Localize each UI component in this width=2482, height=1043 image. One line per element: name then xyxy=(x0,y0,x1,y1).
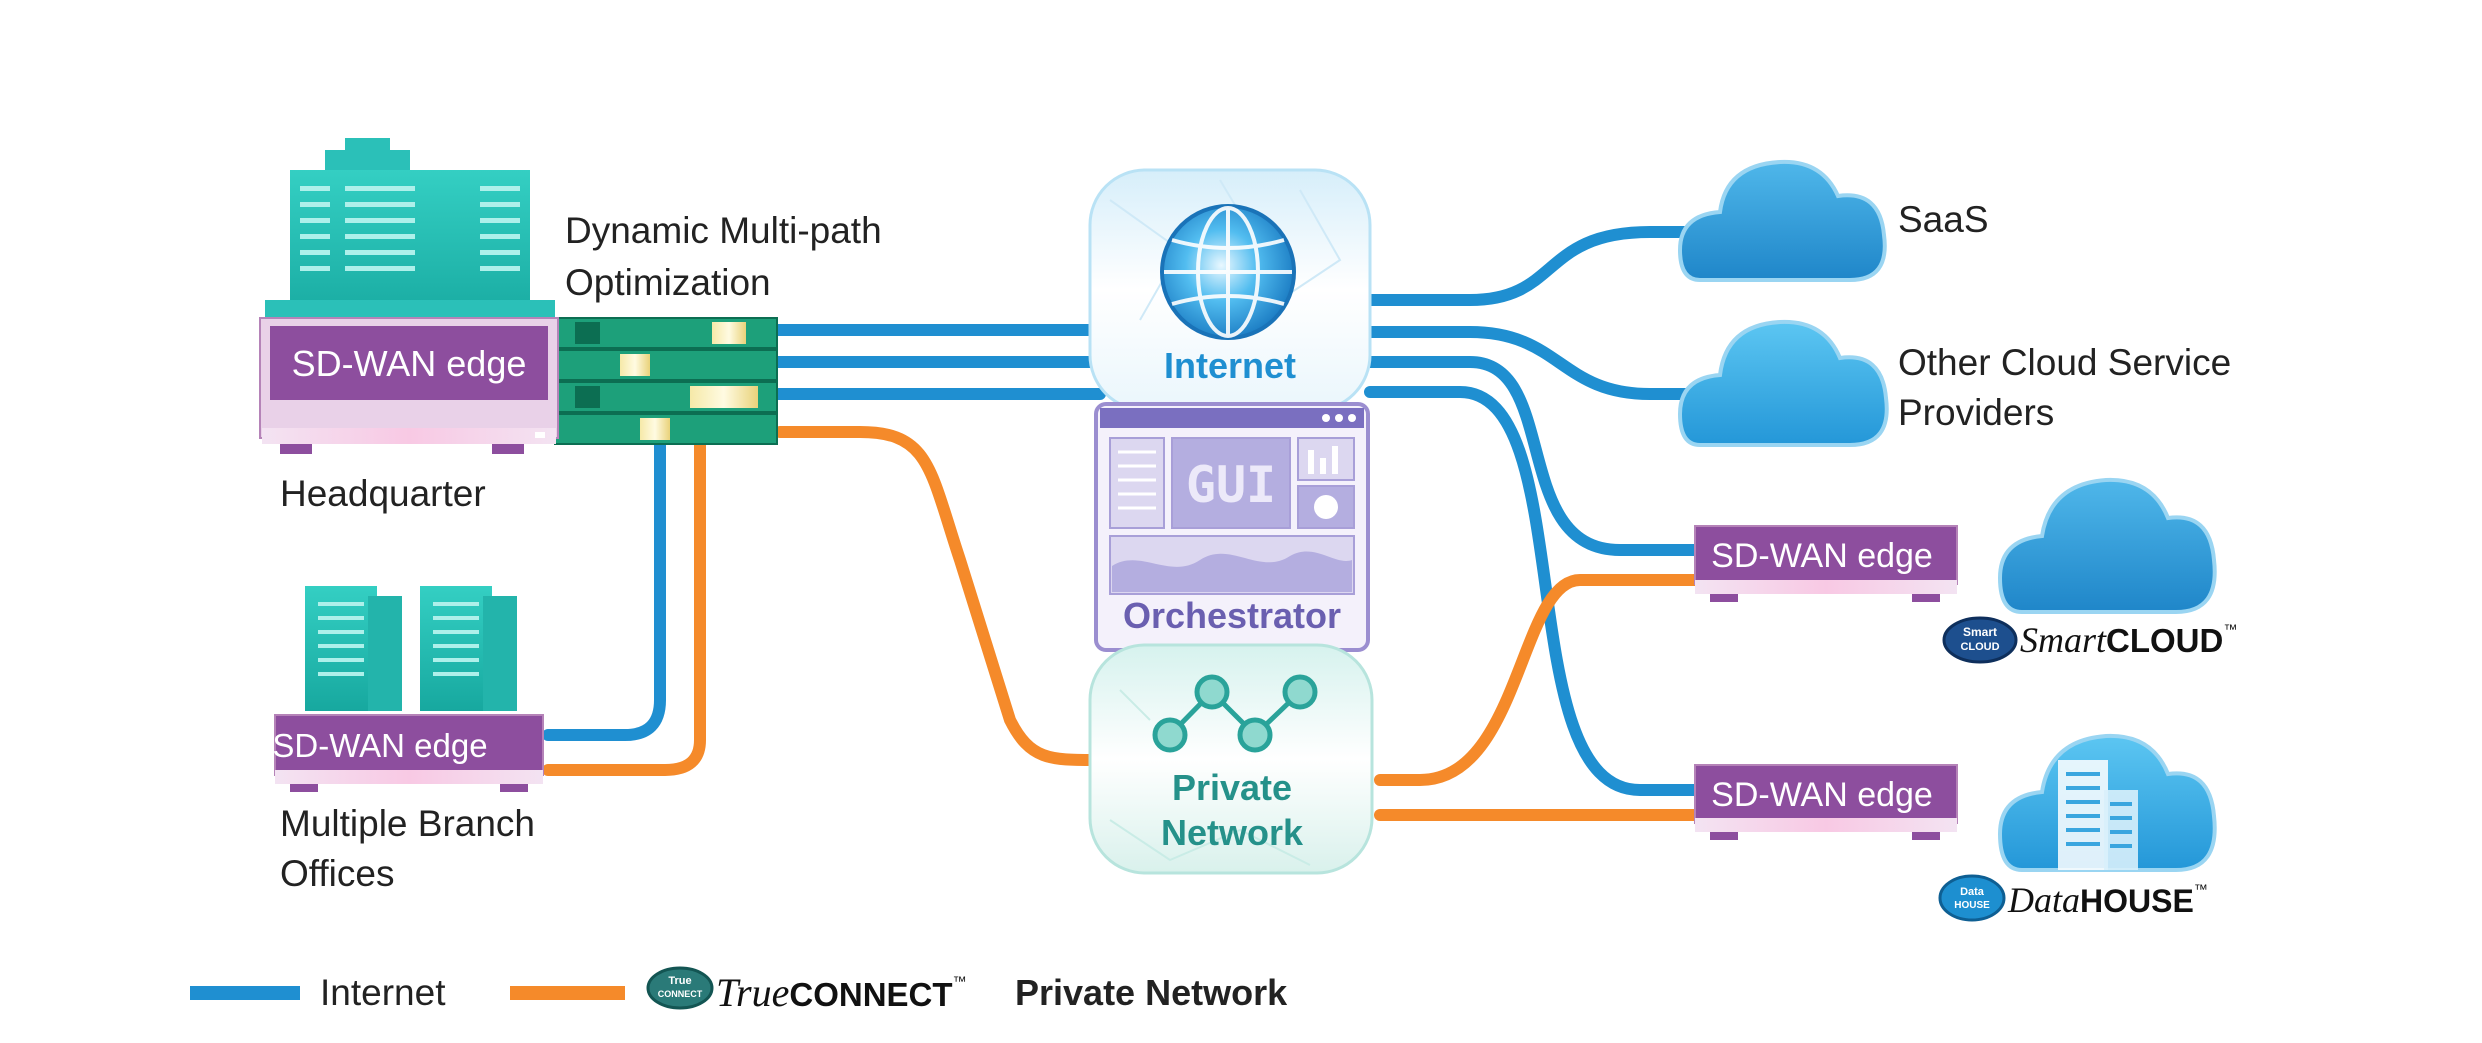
smartcloud-logo-bold: CLOUD xyxy=(2106,622,2223,659)
private-hub-title-2: Network xyxy=(1161,812,1304,853)
saas-cloud-icon xyxy=(1677,159,1887,282)
smartcloud-badge-top: Smart xyxy=(1963,625,1997,639)
datahouse-logo-bold: HOUSE xyxy=(2080,883,2194,919)
trueconnect-trademark: ™ xyxy=(953,973,967,989)
legend: Internet True CONNECT TrueCONNECT™ Priva… xyxy=(190,966,1288,1015)
othercloud-cloud-icon xyxy=(1677,319,1889,447)
multipath-label-1: Dynamic Multi-path xyxy=(565,210,882,251)
datahouse-logo: Data HOUSE DataHOUSE™ xyxy=(1938,874,2208,922)
smartcloud-sdwan-edge: SD-WAN edge xyxy=(1694,525,1958,602)
smartcloud-logo-italic: Smart xyxy=(2020,620,2107,660)
branch-label-1: Multiple Branch xyxy=(280,803,535,844)
legend-internet-label: Internet xyxy=(320,972,446,1013)
internet-line-datahouse xyxy=(1364,386,1706,796)
multipath-label-2: Optimization xyxy=(565,262,771,303)
datahouse-cloud-icon xyxy=(1997,733,2217,872)
multipath-switch xyxy=(554,317,778,445)
datahouse-edge-label: SD-WAN edge xyxy=(1711,776,1933,814)
orchestrator-hub-title: Orchestrator xyxy=(1123,595,1341,636)
smartcloud-trademark: ™ xyxy=(2223,621,2237,637)
trueconnect-badge-bottom: CONNECT xyxy=(658,989,703,999)
orchestrator-screen-text: GUI xyxy=(1186,456,1276,514)
smartcloud-logo: Smart CLOUD SmartCLOUD™ xyxy=(1942,616,2237,664)
headquarter-label: Headquarter xyxy=(280,473,486,514)
private-hub-title-1: Private xyxy=(1172,767,1292,808)
smartcloud-edge-label: SD-WAN edge xyxy=(1711,537,1933,575)
trueconnect-badge-icon xyxy=(646,966,714,1010)
internet-line-saas xyxy=(1364,226,1721,306)
datahouse-badge-top: Data xyxy=(1960,886,1985,898)
internet-hub-title: Internet xyxy=(1164,345,1296,386)
headquarter-building xyxy=(265,138,555,330)
private-line-hq xyxy=(774,426,1101,766)
trueconnect-logo-italic: True xyxy=(716,970,789,1015)
datahouse-logo-italic: Data xyxy=(2007,880,2080,920)
hq-edge-label: SD-WAN edge xyxy=(292,343,527,384)
branch-buildings xyxy=(305,586,517,711)
private-line-branch xyxy=(542,434,706,776)
orchestrator-hub: GUI Orchestrator xyxy=(1094,402,1370,652)
branch-label-2: Offices xyxy=(280,853,394,894)
datahouse-trademark: ™ xyxy=(2194,881,2208,897)
private-line-smartcloud xyxy=(1374,574,1706,786)
othercloud-label-1: Other Cloud Service xyxy=(1898,342,2231,383)
smartcloud-cloud-icon xyxy=(1997,477,2217,614)
svg-text:DataHOUSE™: DataHOUSE™ xyxy=(2007,880,2208,920)
internet-line-smartcloud xyxy=(1364,356,1706,556)
hq-sdwan-edge: SD-WAN edge xyxy=(259,317,559,454)
internet-hub: Internet xyxy=(1088,168,1372,412)
svg-text:TrueCONNECT™: TrueCONNECT™ xyxy=(716,970,967,1015)
branch-edge-label: SD-WAN edge xyxy=(272,727,487,764)
internet-line-branch xyxy=(542,434,666,741)
othercloud-label-2: Providers xyxy=(1898,392,2054,433)
datahouse-badge-bottom: HOUSE xyxy=(1954,900,1990,911)
branch-sdwan-edge: SD-WAN edge xyxy=(272,714,544,792)
smartcloud-badge-bottom: CLOUD xyxy=(1960,641,1999,653)
trueconnect-badge-top: True xyxy=(668,975,691,987)
saas-label: SaaS xyxy=(1898,199,1989,240)
network-nodes-icon xyxy=(1152,674,1318,753)
internet-line-othercloud xyxy=(1364,326,1721,400)
trueconnect-logo-bold: CONNECT xyxy=(789,976,952,1013)
private-lines xyxy=(542,426,1706,821)
private-network-hub: Private Network xyxy=(1088,643,1374,875)
datahouse-sdwan-edge: SD-WAN edge xyxy=(1694,764,1958,840)
legend-private-label: Private Network xyxy=(1015,972,1288,1013)
svg-text:SmartCLOUD™: SmartCLOUD™ xyxy=(2020,620,2237,660)
